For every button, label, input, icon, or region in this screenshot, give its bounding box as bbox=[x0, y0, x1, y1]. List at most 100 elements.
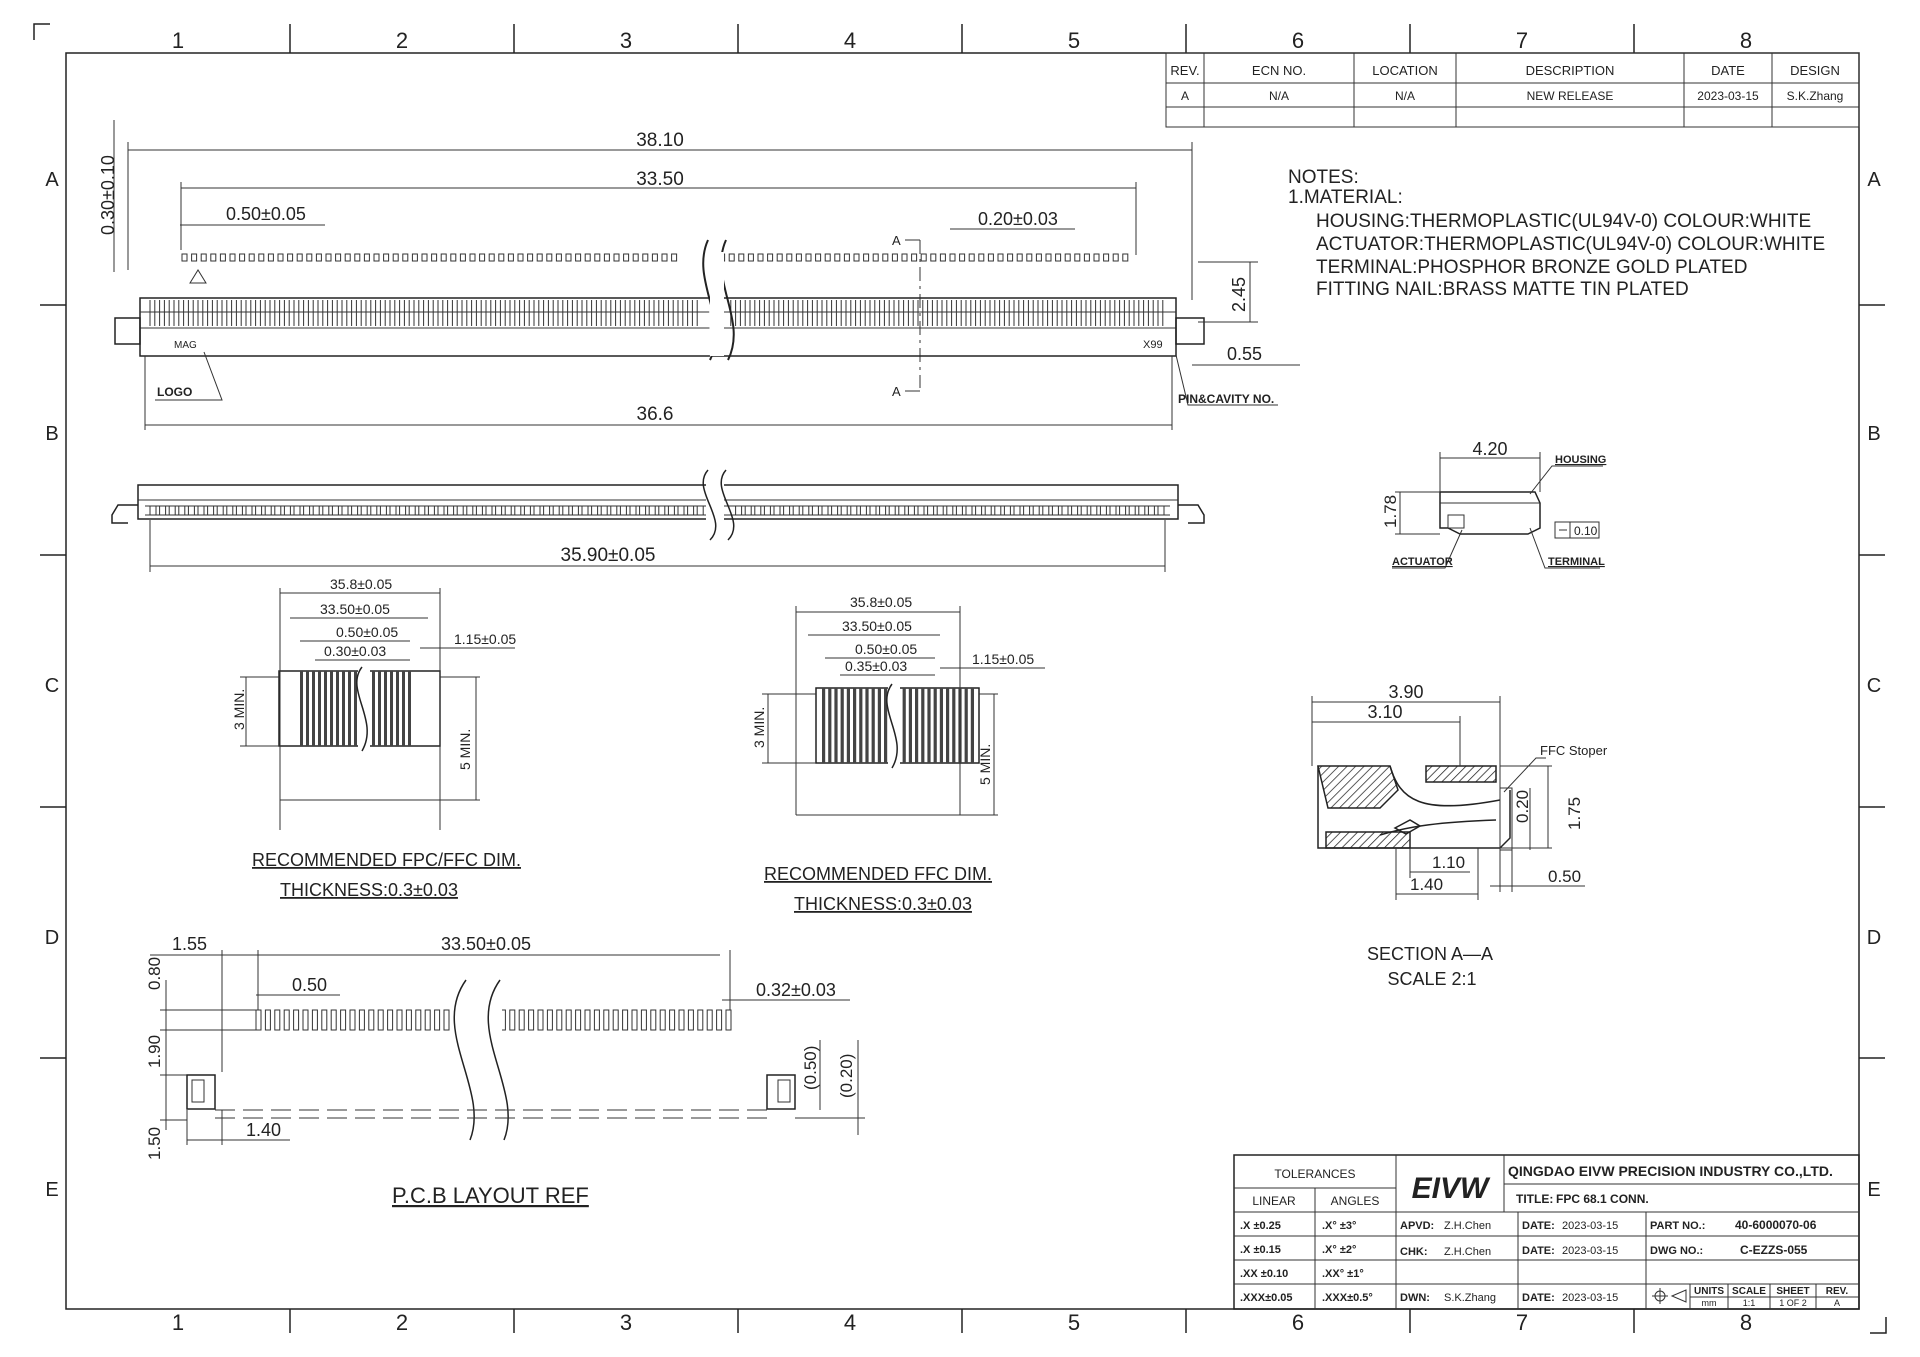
top-view: 38.10 33.50 0.50±0.05 0.20±0.03 A A 0.30… bbox=[98, 120, 1300, 430]
rev-cell: A bbox=[1181, 89, 1189, 103]
terminal-slot bbox=[226, 505, 234, 516]
terminal-slot bbox=[802, 505, 810, 516]
fpc-conductor bbox=[384, 671, 387, 746]
terminal-slot bbox=[927, 505, 935, 516]
rev-cell: 2023-03-15 bbox=[1697, 89, 1759, 103]
label-pin-cavity: PIN&CAVITY NO. bbox=[1178, 392, 1274, 406]
terminal-slot bbox=[696, 505, 704, 516]
dim-pitch-span: 33.50 bbox=[636, 169, 684, 190]
tb-apvd-label: APVD: bbox=[1400, 1220, 1434, 1232]
rev-header: DESIGN bbox=[1790, 63, 1840, 78]
fpc-conductor bbox=[408, 671, 411, 746]
pin-tip bbox=[536, 253, 543, 262]
terminal-slot bbox=[159, 505, 167, 516]
fpc-dim-span: 33.50±0.05 bbox=[320, 601, 390, 617]
pin-tip bbox=[805, 253, 812, 262]
dim-side-height: 0.30±0.10 bbox=[98, 155, 118, 235]
pin-tip bbox=[1103, 253, 1110, 262]
ffc-dim-conductor: 0.35±0.03 bbox=[845, 658, 907, 674]
col-label-bottom: 2 bbox=[396, 1310, 408, 1335]
pin-tip bbox=[1074, 253, 1081, 262]
terminal-slot bbox=[955, 505, 963, 516]
tb-logo: EIVW bbox=[1412, 1172, 1491, 1205]
terminal-slot bbox=[667, 505, 675, 516]
col-label-top: 8 bbox=[1740, 28, 1752, 53]
terminal-slot bbox=[1157, 505, 1165, 516]
pin-tip bbox=[1112, 253, 1119, 262]
terminal-slot bbox=[533, 505, 541, 516]
ffc-conductor bbox=[846, 688, 850, 763]
sec-dim-175: 1.75 bbox=[1565, 797, 1584, 830]
sec-dim-020: 0.20 bbox=[1513, 790, 1532, 823]
pcb-pad bbox=[565, 1009, 572, 1031]
terminal-slot bbox=[178, 505, 186, 516]
pin-tip bbox=[498, 253, 505, 262]
notes: NOTES: 1.MATERIAL: HOUSING:THERMOPLASTIC… bbox=[1288, 167, 1825, 300]
ffc-dim-span: 33.50±0.05 bbox=[842, 618, 912, 634]
pin-tip bbox=[527, 253, 534, 262]
pcb-pad bbox=[274, 1009, 281, 1031]
front-view: 35.90±0.05 bbox=[111, 469, 1205, 572]
pin-tip bbox=[267, 253, 274, 262]
pcb-pad bbox=[330, 1009, 337, 1031]
terminal-slot bbox=[610, 505, 618, 516]
terminal-slot bbox=[312, 505, 320, 516]
pcb-pads bbox=[255, 1009, 732, 1031]
terminal-slot bbox=[235, 505, 243, 516]
row-label-left: E bbox=[45, 1179, 58, 1201]
pcb-pad bbox=[387, 1009, 394, 1031]
pin-tip bbox=[728, 253, 735, 262]
tb-chk: Z.H.Chen bbox=[1444, 1246, 1491, 1258]
tb-tol-linear: .X ±0.15 bbox=[1240, 1244, 1281, 1256]
terminal-slot bbox=[946, 505, 954, 516]
section-title: SECTION A—A bbox=[1367, 944, 1493, 964]
pin-tip bbox=[248, 253, 255, 262]
rev-header: DESCRIPTION bbox=[1526, 63, 1615, 78]
fpc-conductor bbox=[336, 671, 339, 746]
pcb-dim-offset: 1.55 bbox=[172, 934, 207, 954]
row-label-left: A bbox=[45, 169, 59, 191]
tb-tolerances: TOLERANCES bbox=[1274, 1167, 1355, 1181]
ffc-conductor bbox=[828, 688, 832, 763]
fpc-dim-edge: 1.15±0.05 bbox=[454, 631, 516, 647]
pin-tip bbox=[824, 253, 831, 262]
terminal-slot bbox=[504, 505, 512, 516]
pin-tip bbox=[843, 253, 850, 262]
pcb-pad bbox=[377, 1009, 384, 1031]
label-housing: HOUSING bbox=[1555, 454, 1606, 466]
pin-tip bbox=[863, 253, 870, 262]
terminal-slot bbox=[735, 505, 743, 516]
ffc-conductor bbox=[859, 688, 863, 763]
ffc-conductor bbox=[840, 688, 844, 763]
pin-tip bbox=[296, 253, 303, 262]
pin-tip bbox=[277, 253, 284, 262]
terminal-slot bbox=[495, 505, 503, 516]
col-label-top: 7 bbox=[1516, 28, 1528, 53]
pin-tip bbox=[1016, 253, 1023, 262]
fpc-conductor bbox=[378, 671, 381, 746]
front-comb bbox=[149, 505, 1165, 516]
tb-title-value: FPC 68.1 CONN. bbox=[1556, 1192, 1649, 1206]
terminal-slot bbox=[869, 505, 877, 516]
terminal-slot bbox=[351, 505, 359, 516]
pin-tip bbox=[594, 253, 601, 262]
fpc-conductor bbox=[330, 671, 333, 746]
pcb-pad bbox=[706, 1009, 713, 1031]
pcb-dim-pitch: 0.50 bbox=[292, 975, 327, 995]
row-dividers bbox=[40, 304, 1885, 1059]
pin-tip bbox=[315, 253, 322, 262]
label-logo: LOGO bbox=[157, 385, 192, 399]
pcb-pad bbox=[415, 1009, 422, 1031]
pin-tip bbox=[997, 253, 1004, 262]
terminal-slot bbox=[1138, 505, 1146, 516]
tb-date-label: DATE: bbox=[1522, 1245, 1555, 1257]
terminal-slot bbox=[687, 505, 695, 516]
pin-first-label: MAG bbox=[174, 340, 197, 351]
terminal-slot bbox=[629, 505, 637, 516]
pcb-pad bbox=[518, 1009, 525, 1031]
fpc-conductor bbox=[396, 671, 399, 746]
ffc-title: RECOMMENDED FFC DIM. bbox=[764, 864, 992, 884]
terminal-slot bbox=[1147, 505, 1155, 516]
terminal-slot bbox=[783, 505, 791, 516]
tb-tol-linear: .XXX±0.05 bbox=[1240, 1292, 1293, 1304]
